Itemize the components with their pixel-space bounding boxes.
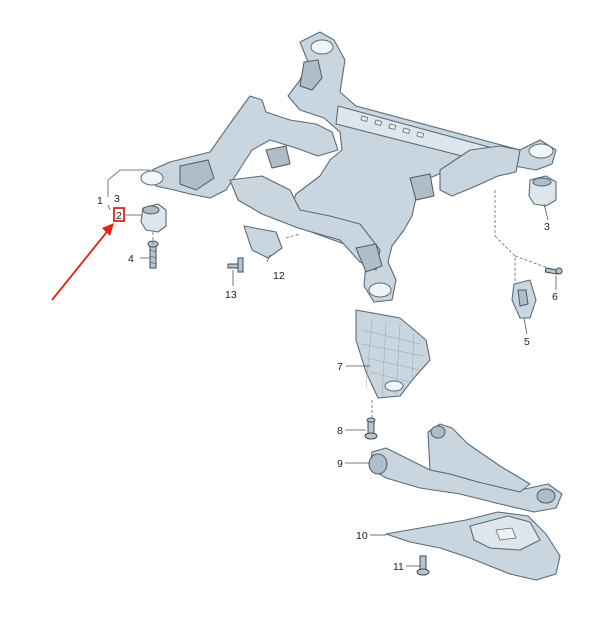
bushing-part-2 — [140, 203, 167, 233]
screw-part-13 — [227, 257, 244, 273]
callout-6[interactable]: 6 — [552, 291, 558, 303]
cover-part-12 — [243, 225, 283, 259]
callout-5[interactable]: 5 — [524, 336, 530, 348]
heat-shield-part-7 — [355, 309, 431, 399]
callout-8[interactable]: 8 — [337, 425, 343, 437]
callout-7[interactable]: 7 — [337, 361, 343, 373]
rear-subframe — [140, 31, 557, 303]
callout-13[interactable]: 13 — [225, 289, 237, 301]
callout-1[interactable]: 1 — [97, 195, 103, 207]
callout-11[interactable]: 11 — [393, 561, 404, 573]
underbody-cover-part-10 — [385, 511, 561, 581]
control-arm-part-9 — [368, 423, 563, 513]
screw-part-6 — [544, 267, 563, 275]
highlight-arrow-shaft — [51, 227, 111, 301]
bracket-part-5 — [511, 279, 537, 319]
callout-3-right[interactable]: 3 — [544, 221, 550, 233]
callout-9[interactable]: 9 — [337, 458, 343, 470]
leader-lines — [107, 169, 557, 567]
bolt-part-8 — [364, 417, 378, 440]
screw-part-11 — [416, 555, 430, 576]
highlight-annotation — [51, 207, 125, 301]
callout-labels: 1 2 3 3 4 5 6 7 8 9 10 11 12 13 — [97, 193, 558, 573]
bolt-part-4 — [147, 240, 159, 269]
highlight-arrow-head — [102, 223, 114, 236]
callout-4[interactable]: 4 — [128, 253, 134, 265]
callout-3-left[interactable]: 3 — [114, 193, 120, 205]
callout-12[interactable]: 12 — [273, 270, 285, 282]
callout-10[interactable]: 10 — [356, 530, 368, 542]
bushing-part-3-right — [528, 175, 557, 207]
highlight-box — [113, 207, 125, 222]
callout-2[interactable]: 2 — [116, 210, 122, 222]
